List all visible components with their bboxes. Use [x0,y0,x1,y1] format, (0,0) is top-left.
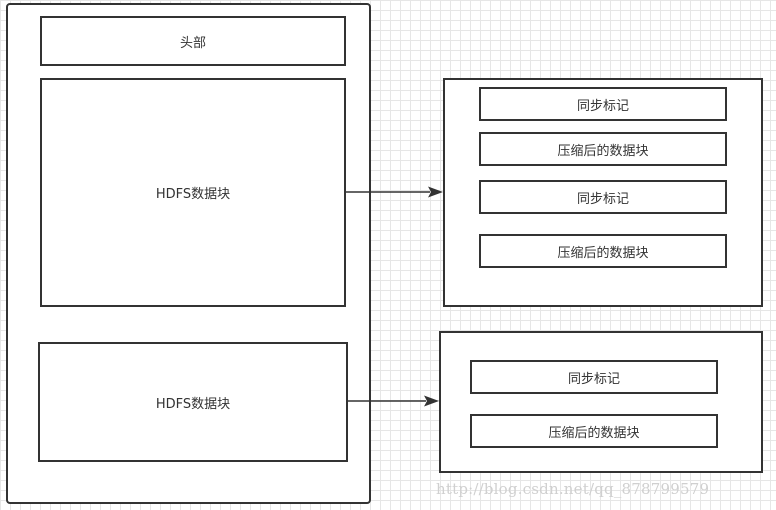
compressed-group-2 [439,331,763,473]
compressed-block-2-label: 压缩后的数据块 [557,245,649,261]
hdfs-block-2-label: HDFS数据块 [155,396,231,412]
compressed-block-1-label: 压缩后的数据块 [557,143,649,159]
header-label: 头部 [179,35,206,51]
compressed-block-1: 压缩后的数据块 [479,132,727,166]
sync-marker-2: 同步标记 [479,180,727,214]
hdfs-block-1-label: HDFS数据块 [155,187,231,202]
watermark-text: http://blog.csdn.net/qq_878799579 [436,480,710,498]
sync-marker-2-label: 同步标记 [576,191,629,207]
sync-marker-3: 同步标记 [470,360,718,394]
header-box: 头部 [40,16,346,66]
compressed-block-3: 压缩后的数据块 [470,414,718,448]
hdfs-block-1: HDFS数据块 [40,78,346,307]
compressed-block-2: 压缩后的数据块 [479,234,727,268]
hdfs-block-2: HDFS数据块 [38,342,348,462]
sync-marker-3-label: 同步标记 [567,371,620,387]
compressed-block-3-label: 压缩后的数据块 [548,425,640,441]
sync-marker-1-label: 同步标记 [576,98,629,114]
sync-marker-1: 同步标记 [479,87,727,121]
